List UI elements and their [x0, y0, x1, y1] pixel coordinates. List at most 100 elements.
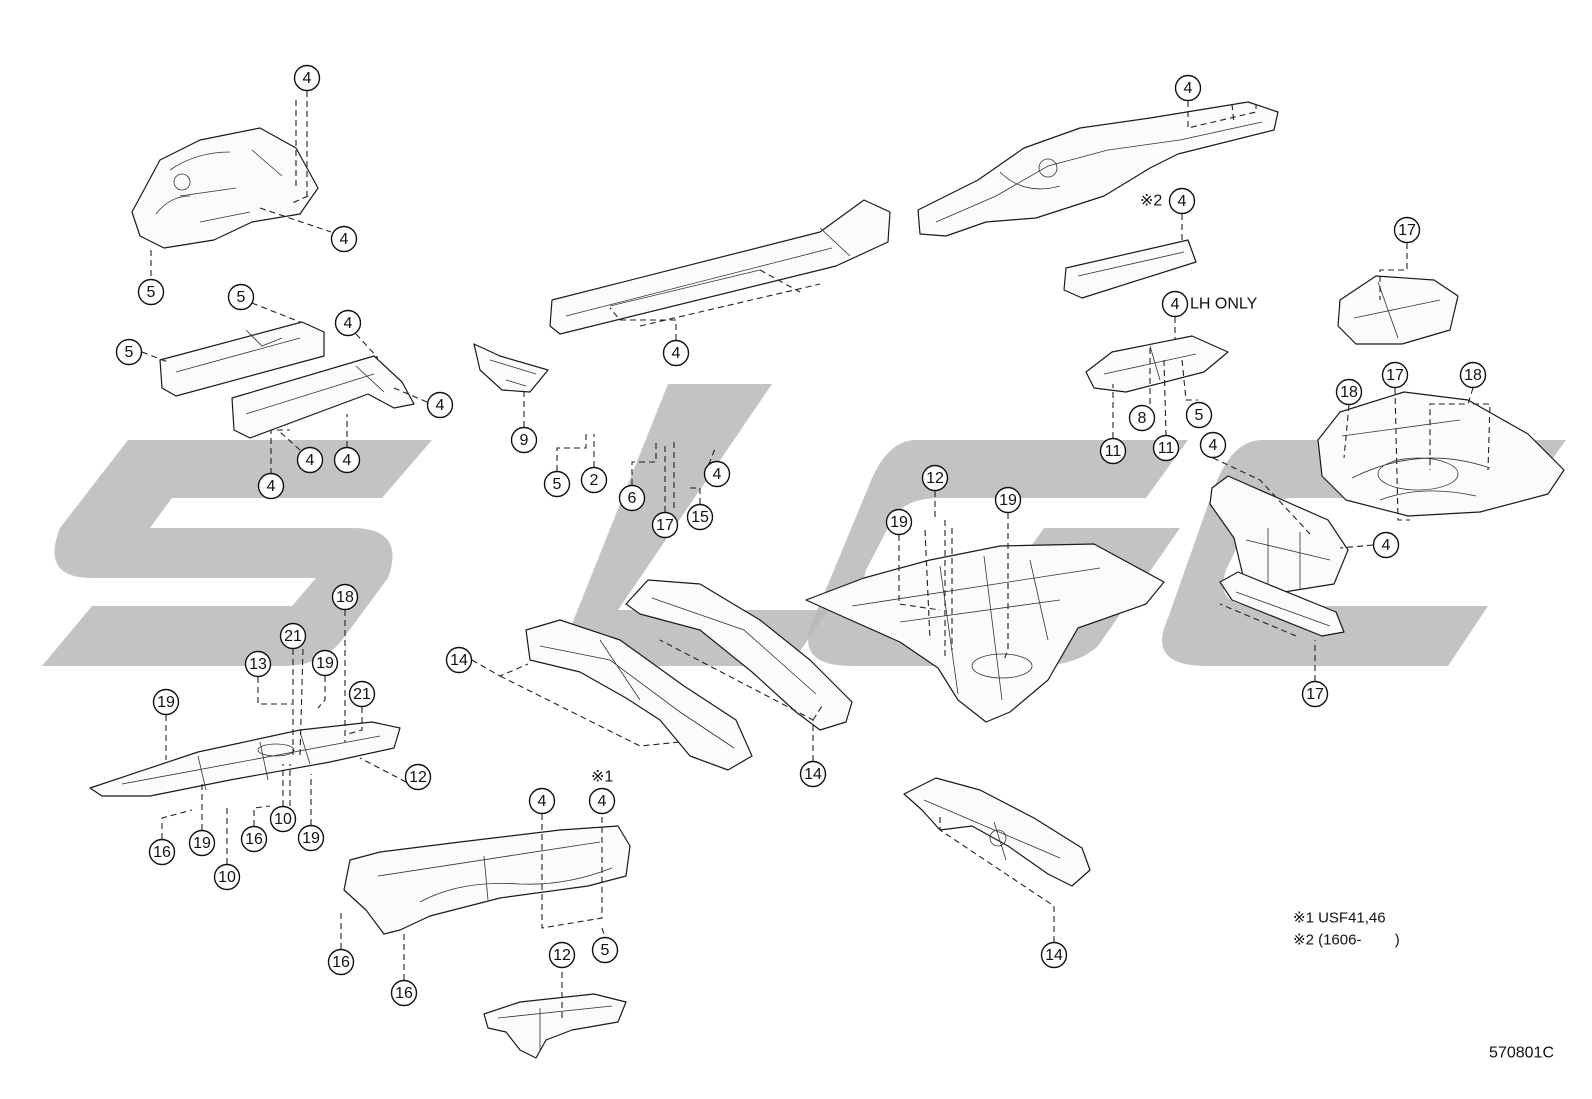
callout-circle [148, 838, 176, 866]
callout-19: 19 [297, 824, 325, 852]
callout-14: 14 [1040, 941, 1068, 969]
callout-number: 17 [1386, 367, 1404, 384]
callout-number: 4 [598, 793, 607, 810]
center-floor-pan-part [805, 543, 1165, 723]
callout-circle [1335, 378, 1363, 406]
callout-number: 8 [1138, 410, 1147, 427]
callout-circle [137, 278, 165, 306]
callout-9: 9 [510, 426, 538, 454]
callout-6: 6 [618, 484, 646, 512]
callout-4: 4 [1372, 531, 1400, 559]
callout-5: 5 [227, 283, 255, 311]
callout-number: 4 [1184, 80, 1193, 97]
callout-number: 2 [590, 472, 599, 489]
callout-4: 4 [528, 787, 556, 815]
callout-17: 17 [1381, 361, 1409, 389]
callout-circle [188, 829, 216, 857]
callout-number: 4 [538, 793, 547, 810]
callout-number: 19 [302, 830, 320, 847]
callout-number: 5 [553, 476, 562, 493]
callout-16: 16 [327, 948, 355, 976]
callout-circle [390, 979, 418, 1007]
callout-number: 12 [409, 769, 427, 786]
bracket-part [473, 343, 549, 393]
front-apron-part [131, 127, 319, 249]
callout-circle [686, 503, 714, 531]
callout-16: 16 [240, 825, 268, 853]
callout-number: 18 [1464, 367, 1482, 384]
callout-circle [115, 338, 143, 366]
callout-circle [348, 680, 376, 708]
callout-number: 4 [343, 452, 352, 469]
callout-12: 12 [921, 464, 949, 492]
callout-4: 4 [334, 309, 362, 337]
callout-number: 18 [336, 589, 354, 606]
callout-5: 5 [591, 936, 619, 964]
callout-circle [257, 472, 285, 500]
callout-number: 4 [1382, 537, 1391, 554]
parts [89, 101, 1565, 1059]
callout-circle [404, 763, 432, 791]
callout-number: 17 [1398, 222, 1416, 239]
reinforcement-part [1063, 239, 1197, 299]
dash-panel-part [343, 825, 631, 935]
callout-circle [1152, 434, 1180, 462]
callout-number: 14 [804, 766, 822, 783]
callout-number: 17 [656, 517, 674, 534]
callout-number: 4 [303, 70, 312, 87]
watermark-letter-s [42, 440, 432, 666]
callout-circle [240, 825, 268, 853]
callout-circle [703, 460, 731, 488]
callout-19: 19 [188, 829, 216, 857]
callout-12: 12 [548, 941, 576, 969]
callout-circle [333, 446, 361, 474]
callout-circle [510, 426, 538, 454]
callout-4: 4 [588, 787, 616, 815]
callout-number: 6 [628, 490, 637, 507]
callout-circle [1301, 680, 1329, 708]
callout-circle [591, 936, 619, 964]
callout-number: 5 [125, 344, 134, 361]
rear-floor-side-member-part [917, 101, 1279, 237]
callout-13: 13 [244, 650, 272, 678]
lh-only-bracket-part [1085, 335, 1229, 393]
rear-panel-part [1209, 475, 1349, 637]
callout-circle [1040, 941, 1068, 969]
callout-number: 10 [218, 869, 236, 886]
callout-4: 4 [330, 225, 358, 253]
callout-circle [548, 941, 576, 969]
callout-4: 4 [662, 339, 690, 367]
callout-4: 4 [333, 446, 361, 474]
callout-number: 4 [672, 345, 681, 362]
callout-4: 4 [1168, 187, 1196, 215]
callout-circle [330, 225, 358, 253]
callout-4: 4 [426, 391, 454, 419]
callout-number: 18 [1340, 384, 1358, 401]
callout-circle [1185, 401, 1213, 429]
callout-number: 4 [713, 466, 722, 483]
callout-17: 17 [1301, 680, 1329, 708]
callout-circle [662, 339, 690, 367]
callout-circle [1459, 361, 1487, 389]
rear-floor-pan-part [1317, 391, 1565, 517]
callout-number: 4 [1209, 437, 1218, 454]
callout-number: 16 [153, 844, 171, 861]
callout-circle [293, 64, 321, 92]
callout-circle [651, 511, 679, 539]
callout-circle [1161, 290, 1189, 318]
callout-19: 19 [152, 688, 180, 716]
callout-4: 4 [293, 64, 321, 92]
footnote-1: ※1 USF41,46 [1293, 910, 1386, 927]
callout-circle [227, 283, 255, 311]
callout-number: 4 [436, 397, 445, 414]
callout-8: 8 [1128, 404, 1156, 432]
callout-5: 5 [137, 278, 165, 306]
callout-number: 4 [306, 452, 315, 469]
callout-circle [1099, 437, 1127, 465]
callout-4: 4 [1199, 431, 1227, 459]
callout-number: 19 [193, 835, 211, 852]
tunnel-reinforcement-part [625, 579, 853, 731]
callout-number: 5 [147, 284, 156, 301]
callout-circle [244, 650, 272, 678]
